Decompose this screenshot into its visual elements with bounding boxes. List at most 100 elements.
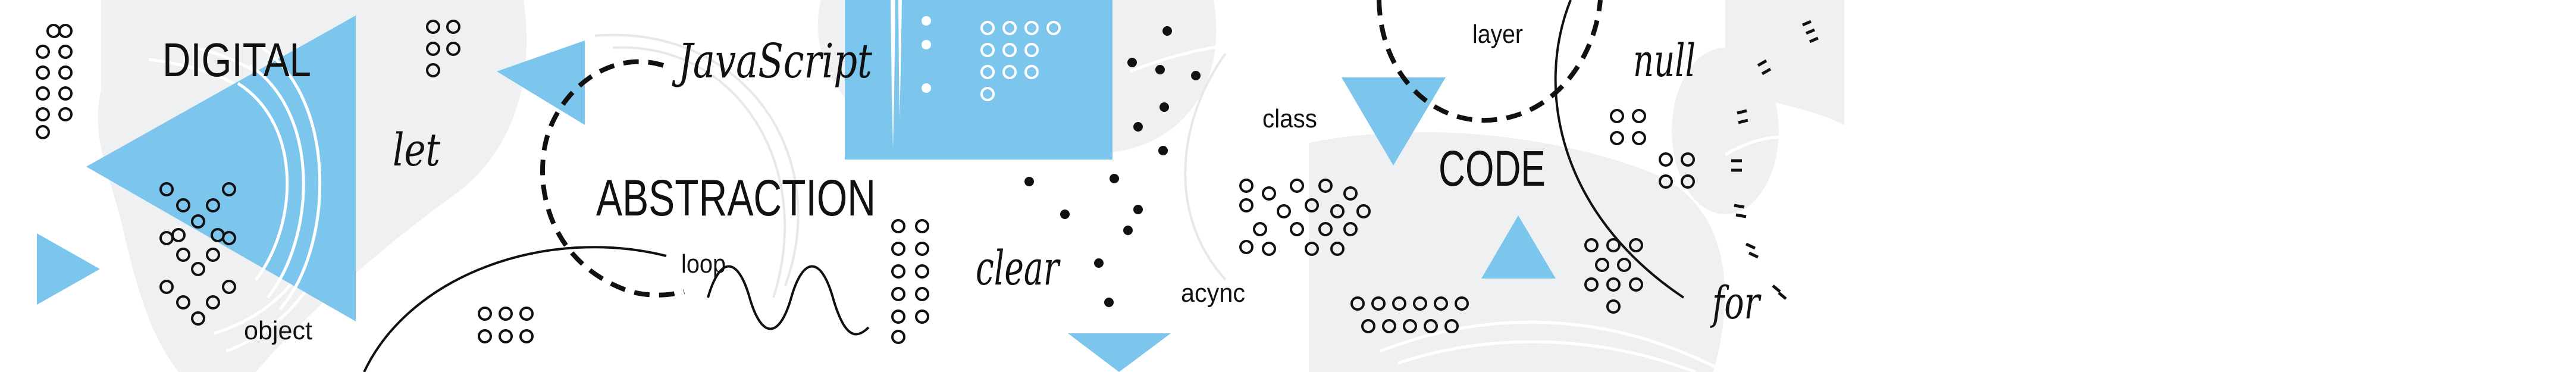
white-ring — [980, 87, 995, 101]
blue-rect-details — [891, 0, 931, 149]
blue-triangle-up — [1481, 215, 1556, 279]
ring — [1584, 277, 1599, 292]
ring-cluster-null — [1610, 109, 1695, 189]
word-code: CODE — [1439, 140, 1546, 196]
ring-cluster-bottom-left — [478, 307, 534, 343]
ring-cluster-row — [1350, 296, 1469, 333]
word-class: class — [1262, 104, 1317, 133]
ring — [499, 307, 513, 321]
ring — [1262, 242, 1276, 256]
ring — [1434, 296, 1448, 311]
black-dot — [1104, 298, 1114, 307]
black-dot — [1110, 174, 1119, 183]
blue-rectangle — [845, 0, 1112, 160]
ring — [1413, 296, 1427, 311]
ring — [46, 24, 61, 38]
ring — [58, 86, 73, 101]
word-acync: acync — [1181, 279, 1245, 308]
ring — [222, 231, 236, 245]
ring — [519, 329, 534, 343]
black-dot — [1133, 122, 1143, 132]
swoosh-6 — [1724, 135, 1840, 179]
ring — [1606, 277, 1621, 292]
dashed-lines — [540, 0, 1603, 298]
blue-triangle-small-left — [37, 233, 100, 305]
white-ring — [980, 65, 995, 79]
ring — [1610, 109, 1624, 123]
ring — [191, 262, 205, 276]
ring — [1606, 238, 1621, 252]
ring — [1584, 238, 1599, 252]
ring — [1253, 222, 1267, 236]
white-ring — [980, 43, 995, 57]
ring-cluster-top — [426, 20, 460, 77]
ring — [1681, 152, 1695, 167]
ring — [176, 198, 190, 212]
ring — [1617, 258, 1631, 272]
ring — [915, 287, 929, 301]
arc-line — [261, 46, 322, 311]
word-abstraction: ABSTRACTION — [596, 170, 876, 227]
ring — [1262, 186, 1276, 201]
ring — [1371, 296, 1386, 311]
ring — [1392, 296, 1406, 311]
ring — [206, 198, 220, 212]
ring — [891, 310, 905, 324]
ring — [222, 182, 236, 196]
ring — [1290, 222, 1304, 236]
ring — [1343, 186, 1358, 201]
ring — [176, 295, 190, 310]
black-lines — [363, 0, 1685, 372]
black-dot — [1133, 205, 1143, 214]
grey-swooshes — [594, 33, 1227, 298]
ring — [1444, 319, 1459, 333]
ring — [446, 20, 460, 34]
ring — [478, 329, 492, 343]
dash-mark — [1737, 109, 1748, 124]
ring — [891, 219, 905, 233]
ring — [36, 107, 50, 121]
ring — [446, 42, 460, 56]
word-null: null — [1633, 34, 1696, 87]
blob-small — [1672, 48, 1779, 214]
ring — [1610, 131, 1624, 145]
ring — [1659, 152, 1673, 167]
dash-mark — [1757, 59, 1772, 76]
ring — [191, 311, 205, 326]
ring — [1403, 319, 1417, 333]
ring — [36, 65, 50, 80]
white-dot — [922, 16, 931, 26]
ring — [891, 242, 905, 256]
ring — [1239, 179, 1253, 193]
ring — [1361, 319, 1375, 333]
black-arc-bottom-left — [363, 246, 667, 372]
white-ring-grid — [980, 21, 1061, 101]
ring-cluster-left — [36, 24, 73, 139]
ring — [176, 248, 190, 262]
ring — [1277, 204, 1291, 218]
ring — [1382, 319, 1396, 333]
grey-swoosh-2 — [612, 46, 786, 298]
ring — [1330, 204, 1345, 218]
arc-line — [249, 64, 305, 299]
ring — [159, 231, 174, 245]
dash-mark — [1772, 285, 1787, 300]
ring — [1330, 242, 1345, 256]
black-arc-right — [1554, 0, 1685, 299]
white-dot — [922, 83, 931, 93]
black-dot — [1123, 226, 1133, 235]
swoosh-4 — [1380, 320, 1726, 372]
black-dot — [1060, 210, 1070, 219]
ring — [1305, 198, 1319, 212]
ring — [58, 107, 73, 121]
ring — [159, 182, 174, 196]
white-ring — [1002, 65, 1017, 79]
white-ring — [1024, 43, 1039, 57]
black-dot — [1155, 65, 1165, 74]
ring — [426, 42, 440, 56]
ring — [891, 264, 905, 279]
ring — [222, 280, 236, 294]
blue-triangle-down — [1342, 77, 1446, 165]
ring — [1356, 204, 1371, 218]
